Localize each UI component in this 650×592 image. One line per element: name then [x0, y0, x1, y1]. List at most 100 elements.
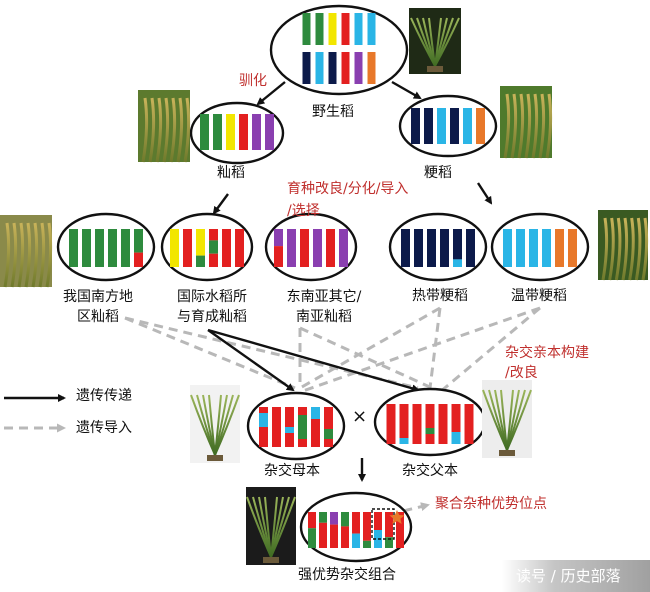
chromosome-bar-male-parent-0-5-0	[451, 404, 461, 432]
chromosome-bar-tropical-japonica-0-4-1	[453, 259, 462, 267]
chromosome-bar-wild-0-4-0	[354, 13, 363, 45]
chromosome-bar-female-parent-0-4-1	[311, 419, 320, 447]
chromosome-bar-tropical-japonica-0-4-0	[453, 229, 462, 260]
dash-sea-to-male	[299, 326, 433, 390]
chromosome-bar-sea-indica-0-2-0	[300, 229, 309, 267]
chromosome-bar-irri-indica-0-3-1	[209, 240, 218, 254]
dash-trop-to-male	[428, 307, 442, 389]
chromosome-bar-elite-hybrid-0-1-0	[319, 512, 327, 523]
chromosome-bar-wild-1-4-0	[354, 52, 363, 84]
rice-plant-photo	[482, 380, 532, 458]
label-parent-build: 杂交亲本构建 /改良	[505, 345, 589, 381]
rice-plant-photo	[0, 215, 53, 288]
chromosome-bar-indica-0-4-0	[252, 114, 261, 150]
chromosome-bar-elite-hybrid-0-5-0	[363, 512, 371, 541]
label-female-parent: 杂交母本	[264, 463, 320, 479]
chromosome-bar-cn-indica-0-5-1	[134, 252, 143, 267]
chromosome-bar-irri-indica-0-3-2	[209, 253, 218, 267]
transmission-arrows	[207, 80, 493, 482]
chromosome-bar-elite-hybrid-0-3-1	[341, 526, 349, 548]
chromosome-bar-japonica-0-4-0	[463, 108, 472, 144]
chromosome-bar-sea-indica-0-0-1	[274, 246, 283, 267]
chromosome-group-temperate-japonica	[490, 212, 590, 282]
chromosome-bar-japonica-0-2-0	[437, 108, 446, 144]
chromosome-bar-cn-indica-0-4-0	[121, 229, 130, 267]
chromosome-bar-wild-0-0-0	[302, 13, 311, 45]
cross-symbol: ×	[352, 406, 368, 427]
label-wild-rice: 野生稻	[312, 104, 354, 120]
chromosome-bar-wild-0-3-0	[341, 13, 350, 45]
chromosome-bar-sea-indica-0-0-0	[274, 229, 283, 247]
chromosome-bar-wild-0-2-0	[328, 13, 337, 45]
rice-plant-photo	[190, 385, 240, 463]
chromosome-bar-male-parent-0-6-0	[464, 404, 474, 444]
chromosome-bar-cn-indica-0-5-0	[134, 229, 143, 253]
ellipse-wild	[269, 4, 409, 96]
arrow-indica-down	[212, 193, 229, 215]
chromosome-group-male-parent	[373, 387, 487, 457]
rice-plant-photo	[246, 487, 296, 565]
chromosome-bar-japonica-0-5-0	[476, 108, 485, 144]
chromosome-bar-elite-hybrid-0-4-1	[352, 533, 360, 548]
dash-temp-to-male	[439, 306, 541, 394]
chromosome-bar-indica-0-1-0	[213, 114, 222, 150]
chromosome-group-sea-indica	[264, 212, 358, 282]
chromosome-bar-elite-hybrid-0-1-1	[319, 522, 327, 548]
heterosis-highlight-box	[371, 508, 395, 540]
chromosome-bar-male-parent-0-2-0	[412, 404, 422, 444]
chromosome-bar-irri-indica-0-1-0	[183, 229, 192, 267]
legend-transmit-label: 遗传传递	[76, 388, 132, 404]
chromosome-bar-irri-indica-0-5-0	[235, 229, 244, 267]
chromosome-group-elite-hybrid	[299, 491, 413, 563]
label-elite-hybrid: 强优势杂交组合	[298, 567, 396, 583]
chromosome-bar-sea-indica-0-3-0	[313, 229, 322, 267]
label-temperate-japonica: 温带粳稻	[511, 288, 567, 304]
chromosome-group-tropical-japonica	[388, 212, 488, 282]
arrow-japonica-down	[476, 182, 493, 205]
chromosome-bar-male-parent-0-1-0	[399, 404, 409, 438]
label-sea-indica: 东南亚其它/ 南亚籼稻	[286, 289, 362, 325]
arrow-wild-to-indica	[256, 81, 286, 106]
chromosome-bar-wild-1-2-0	[328, 52, 337, 84]
legend	[4, 394, 66, 433]
chromosome-group-cn-indica	[56, 212, 156, 282]
chromosome-bar-wild-0-5-0	[367, 13, 376, 45]
chromosome-bar-elite-hybrid-0-0-1	[308, 528, 316, 548]
chromosome-group-indica	[189, 101, 285, 165]
chromosome-bar-elite-hybrid-0-0-0	[308, 512, 316, 529]
chromosome-bar-irri-indica-0-2-0	[196, 229, 205, 256]
legend-introgress-label: 遗传导入	[76, 420, 132, 436]
chromosome-bar-female-parent-0-5-1	[324, 429, 333, 439]
chromosome-bar-tropical-japonica-0-3-0	[440, 229, 449, 267]
chromosome-bar-temperate-japonica-0-2-0	[529, 229, 538, 267]
chromosome-bar-temperate-japonica-0-0-0	[503, 229, 512, 267]
chromosome-bar-elite-hybrid-0-7-1	[385, 537, 393, 548]
label-breeding: 育种改良/分化/导入 /选择	[287, 181, 409, 219]
chromosome-group-female-parent	[246, 391, 346, 461]
chromosome-bar-wild-1-3-0	[341, 52, 350, 84]
chromosome-bar-elite-hybrid-0-4-0	[352, 512, 360, 534]
label-cn-indica: 我国南方地 区籼稻	[63, 289, 133, 325]
chromosome-bar-sea-indica-0-1-0	[287, 229, 296, 267]
chromosome-bar-tropical-japonica-0-0-0	[401, 229, 410, 267]
chromosome-bar-female-parent-0-5-2	[324, 439, 333, 447]
rice-plant-photo	[409, 8, 461, 74]
chromosome-bar-tropical-japonica-0-1-0	[414, 229, 423, 267]
label-heterosis: 聚合杂种优势位点	[435, 496, 547, 512]
chromosome-bar-wild-1-1-0	[315, 52, 324, 84]
chromosome-bar-elite-hybrid-0-6-0	[374, 512, 382, 530]
chromosome-bar-elite-hybrid-0-8-0	[396, 512, 404, 548]
label-tropical-japonica: 热带粳稻	[412, 288, 468, 304]
label-male-parent: 杂交父本	[402, 463, 458, 479]
chromosome-bar-male-parent-0-3-2	[425, 434, 435, 444]
arrow-wild-to-japonica	[391, 80, 422, 100]
chromosome-bar-female-parent-0-3-0	[298, 407, 307, 415]
chromosome-bar-temperate-japonica-0-5-0	[568, 229, 577, 267]
chromosome-bar-female-parent-0-2-1	[285, 427, 294, 433]
chromosome-bar-female-parent-0-0-0	[259, 407, 268, 413]
chromosome-bar-irri-indica-0-4-0	[222, 229, 231, 267]
chromosome-bar-sea-indica-0-4-0	[326, 229, 335, 267]
label-domestication: 驯化	[239, 73, 267, 89]
chromosome-bar-female-parent-0-3-1	[298, 415, 307, 439]
